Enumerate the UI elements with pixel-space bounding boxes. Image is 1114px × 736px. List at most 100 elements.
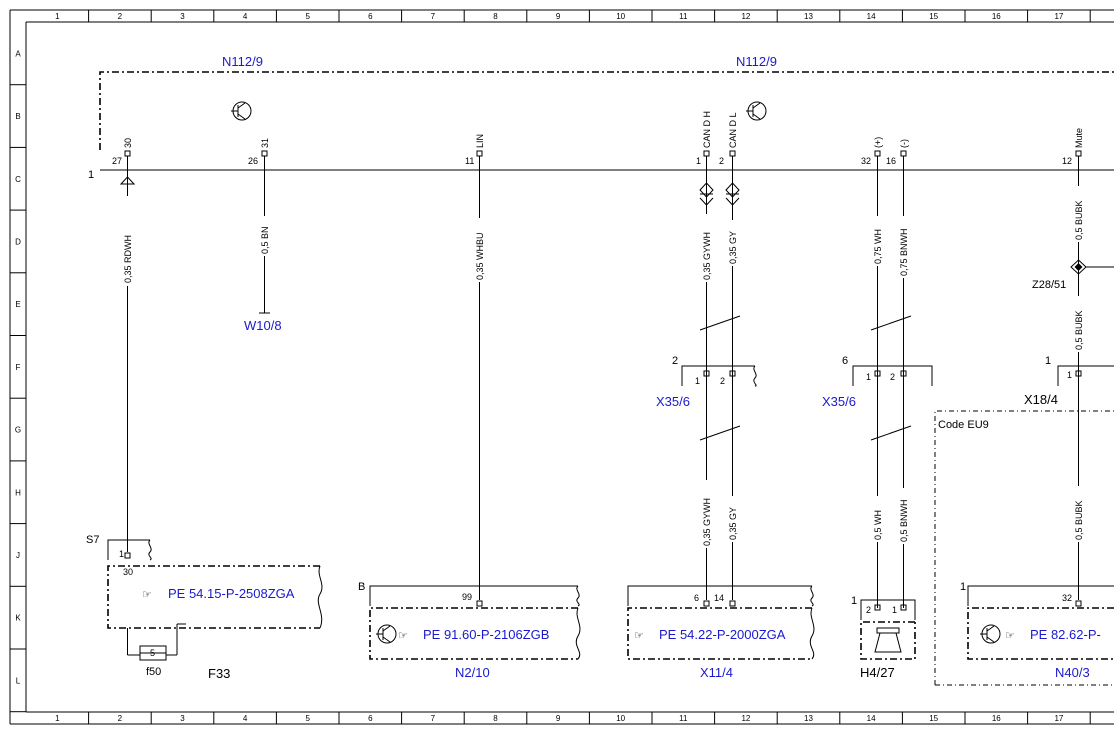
connector-pin: 14: [714, 593, 724, 603]
speaker-icon: [874, 627, 902, 653]
grid-col-label-top: 9: [556, 12, 561, 21]
grid-col-label-top: 16: [992, 12, 1001, 21]
grid-col-label-bottom: 5: [305, 714, 310, 723]
wire-label: 0,5 BUBK: [1074, 200, 1084, 240]
wire-can-h: 0,35 GYWH 0,35 GYWH: [699, 170, 714, 600]
grid-col-label-bottom: 7: [431, 714, 436, 723]
grid-col-label-top: 4: [243, 12, 248, 21]
pin-number: 2: [719, 156, 724, 166]
grid-col-label-top: 14: [867, 12, 876, 21]
module-pins: 27 30 26 31 11 LIN 1 CAN D H 2 CAN D L: [112, 111, 1084, 170]
pin-2: 2 CAN D L: [719, 112, 738, 170]
grid-col-label-bottom: 2: [118, 714, 123, 723]
pin-26: 26 31: [248, 138, 270, 170]
component-label: N2/10: [455, 665, 490, 680]
grid-col-label-bottom: 13: [804, 714, 813, 723]
connector-pin: 30: [123, 567, 133, 577]
reference-link[interactable]: PE 54.15-P-2508ZGA: [168, 586, 295, 601]
grid-col-label-top: 2: [118, 12, 123, 21]
connector-label: X35/6: [656, 394, 690, 409]
transistor-icon: [980, 624, 1001, 644]
bus-arrow-icon: [699, 182, 714, 206]
grid-col-label-bottom: 17: [1054, 714, 1063, 723]
grid-row-label: L: [16, 676, 21, 685]
connector-label: X18/4: [1024, 392, 1058, 407]
grid-col-label-bottom: 8: [493, 714, 498, 723]
pin-11: 11 LIN: [465, 134, 485, 170]
twisted-pair-mark: [699, 315, 741, 441]
grid-col-label-top: 13: [804, 12, 813, 21]
code-eu9-region: Code EU9: [934, 410, 1114, 686]
splice-icon: [1070, 259, 1087, 275]
grid-col-label-bottom: 16: [992, 714, 1001, 723]
connector-label: X35/6: [822, 394, 856, 409]
grid-row-label: H: [15, 488, 21, 497]
grid-col-label-top: 1: [55, 12, 60, 21]
grid-col-label-bottom: 15: [929, 714, 938, 723]
ground-point-label: W10/8: [244, 318, 282, 333]
pin-name: CAN D H: [702, 111, 712, 148]
component-label: X11/4: [700, 665, 733, 680]
grid-col-label-top: 12: [741, 12, 750, 21]
component-n2-10: B 99 ☞ PE 91.60-P-2106ZGB N2/10: [358, 581, 581, 680]
grid-row-label: K: [15, 614, 21, 623]
grid-col-label-top: 6: [368, 12, 373, 21]
grid-col-label-bottom: 4: [243, 714, 248, 723]
pin-name: 30: [123, 138, 133, 148]
reference-link[interactable]: PE 54.22-P-2000ZGA: [659, 627, 786, 642]
wire-label: 0,75 BNWH: [899, 228, 909, 276]
transistor-icon: [376, 624, 397, 644]
connector-pin: 32: [1062, 593, 1072, 603]
pin-name: (-): [899, 139, 909, 148]
transistor-icon: [746, 101, 767, 121]
pin-1: 1 CAN D H: [696, 111, 712, 170]
reference-link[interactable]: PE 91.60-P-2106ZGB: [423, 627, 549, 642]
diagram-frame: [9, 9, 1114, 725]
connector-x18-4: 1 1 X18/4: [1024, 355, 1114, 407]
component-label: N40/3: [1055, 665, 1090, 680]
grid-col-label-top: 3: [180, 12, 185, 21]
component-label: S7: [86, 534, 99, 546]
pin-number: 11: [465, 156, 474, 166]
wire-label: 0,5 BN: [260, 226, 270, 254]
pin-name: CAN D L: [728, 112, 738, 148]
grid-row-label: D: [15, 237, 21, 246]
grid-row-label: J: [16, 551, 20, 560]
grid-col-label-top: 10: [616, 12, 625, 21]
connector-number: 1: [1045, 355, 1051, 367]
connector-pin: 2: [866, 605, 871, 615]
grid-col-label-top: 17: [1054, 12, 1063, 21]
reference-pointer-icon: ☞: [634, 630, 644, 642]
reference-link[interactable]: PE 82.62-P-: [1030, 627, 1101, 642]
wire-label: 0,35 WHBU: [475, 232, 485, 280]
grid-row-label: G: [15, 426, 21, 435]
grid-col-label-bottom: 10: [616, 714, 625, 723]
grid-col-label-top: 15: [929, 12, 938, 21]
svg-text:☞: ☞: [1005, 630, 1015, 642]
fuse-pin: 5: [150, 648, 155, 658]
grid-row-label: E: [15, 300, 20, 309]
svg-text:☞: ☞: [142, 589, 152, 601]
pin-name: 31: [260, 138, 270, 148]
component-label: F33: [208, 666, 230, 681]
code-label: Code EU9: [938, 419, 989, 431]
svg-text:☞: ☞: [634, 630, 644, 642]
component-label: H4/27: [860, 665, 895, 680]
grid-col-label-bottom: 6: [368, 714, 373, 723]
fuse-label: f50: [146, 666, 161, 678]
wire-label: 0,35 GYWH: [702, 232, 712, 280]
pin-name: LIN: [475, 134, 485, 148]
module-connector-number: 1: [88, 169, 94, 181]
wire-speaker-pos: 0,75 WH 0,5 WH: [873, 170, 883, 608]
connector-number: 2: [672, 355, 678, 367]
connector-pin: 1: [866, 372, 871, 382]
pin-12: 12 Mute: [1062, 128, 1084, 170]
wire-label: 0,5 BUBK: [1074, 310, 1084, 350]
grid-col-label-bottom: 12: [741, 714, 750, 723]
wire-label: 0,35 RDWH: [123, 235, 133, 283]
pin-name: Mute: [1074, 128, 1084, 148]
connector-number: 6: [842, 355, 848, 367]
module-n112-9: N112/9 N112/9 1: [88, 54, 1114, 181]
pin-27: 27 30: [112, 138, 133, 170]
